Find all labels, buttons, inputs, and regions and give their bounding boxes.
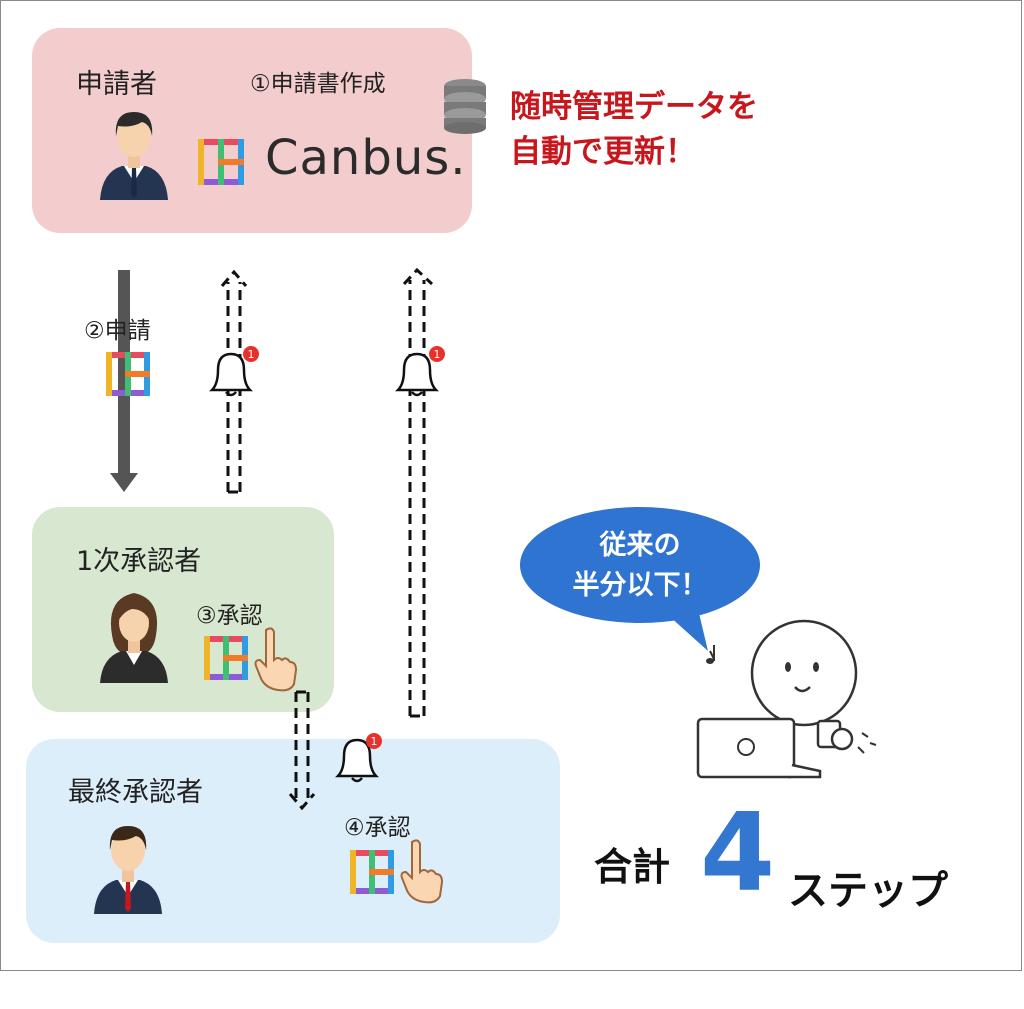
submit-step: ②申請	[84, 318, 151, 344]
total-number: 4	[700, 791, 776, 916]
database-icon	[444, 79, 486, 134]
applicant-step: ①申請書作成	[250, 71, 386, 97]
first-approver-role: 1次承認者	[76, 546, 202, 577]
note-line1: 随時管理データを	[510, 89, 758, 125]
canbus-logo-text: Canbus.	[265, 130, 467, 186]
canbus-logo-icon	[204, 636, 248, 680]
speech-bubble-text: 従来の 半分以下！	[520, 526, 760, 606]
total-unit: ステップ	[788, 868, 948, 914]
applicant-role: 申請者	[76, 69, 157, 100]
final-approver-role: 最終承認者	[68, 777, 203, 808]
submit-arrow	[110, 270, 138, 492]
character-with-laptop-illustration	[696, 619, 877, 779]
businessman-avatar	[100, 112, 168, 200]
bubble-line1: 従来の	[599, 530, 681, 561]
notify-arrow-to-final	[288, 690, 316, 811]
speech-bubble	[520, 507, 760, 651]
pointing-hand-icon	[400, 839, 444, 904]
canbus-logo-icon	[106, 352, 150, 396]
notification-bell-icon: 1	[208, 346, 259, 397]
badge-count: 1	[248, 348, 255, 361]
bubble-line2: 半分以下！	[572, 570, 708, 601]
first-approver-step: ③承認	[196, 603, 263, 629]
canbus-logo-icon	[350, 850, 394, 894]
businesswoman-avatar	[100, 593, 168, 683]
pointing-hand-icon	[254, 627, 298, 692]
note-line2: 自動で更新！	[510, 134, 696, 170]
notify-arrow-to-applicant-2	[402, 267, 434, 718]
canbus-logo-icon	[198, 139, 244, 185]
badge-count: 1	[434, 348, 441, 361]
final-approver-step: ④承認	[344, 815, 411, 841]
badge-count: 1	[371, 735, 378, 748]
notification-bell-icon: 1	[334, 733, 382, 783]
total-label: 合計	[594, 845, 671, 889]
notification-bell-icon: 1	[394, 346, 445, 397]
businessman-avatar	[94, 826, 162, 914]
